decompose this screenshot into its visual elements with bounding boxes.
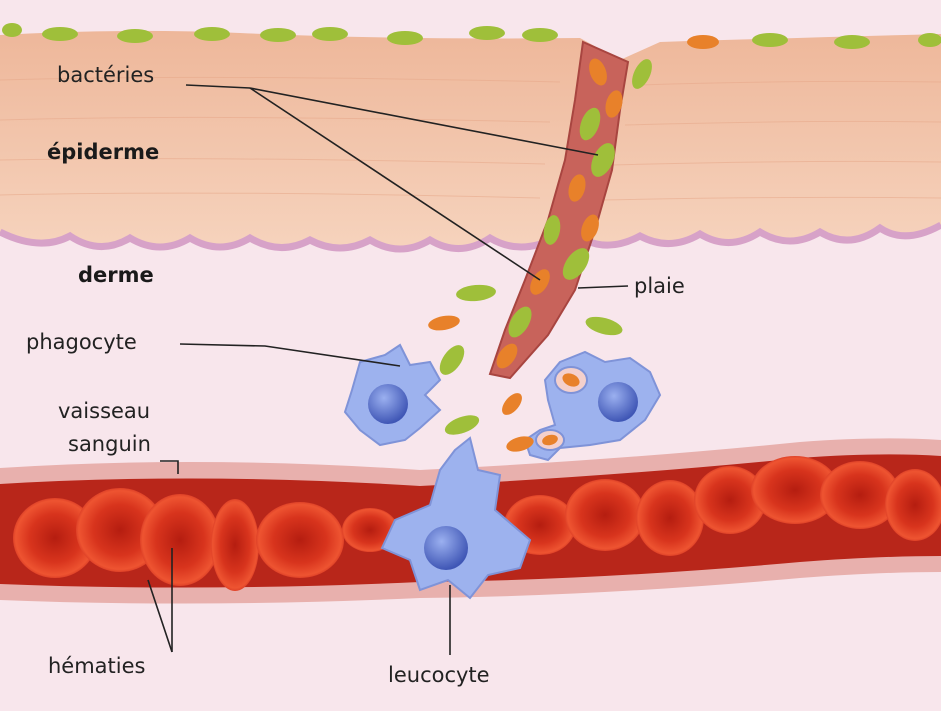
- label-leucocyte: leucocyte: [388, 663, 490, 687]
- label-plaie: plaie: [634, 274, 685, 298]
- label-vaisseau: vaisseau: [58, 399, 150, 423]
- label-phagocyte: phagocyte: [26, 330, 137, 354]
- label-sanguin: sanguin: [68, 432, 151, 456]
- label-hematies: hématies: [48, 654, 145, 678]
- label-epiderme: épiderme: [47, 140, 159, 164]
- label-bacteries: bactéries: [57, 63, 154, 87]
- label-derme: derme: [78, 263, 154, 287]
